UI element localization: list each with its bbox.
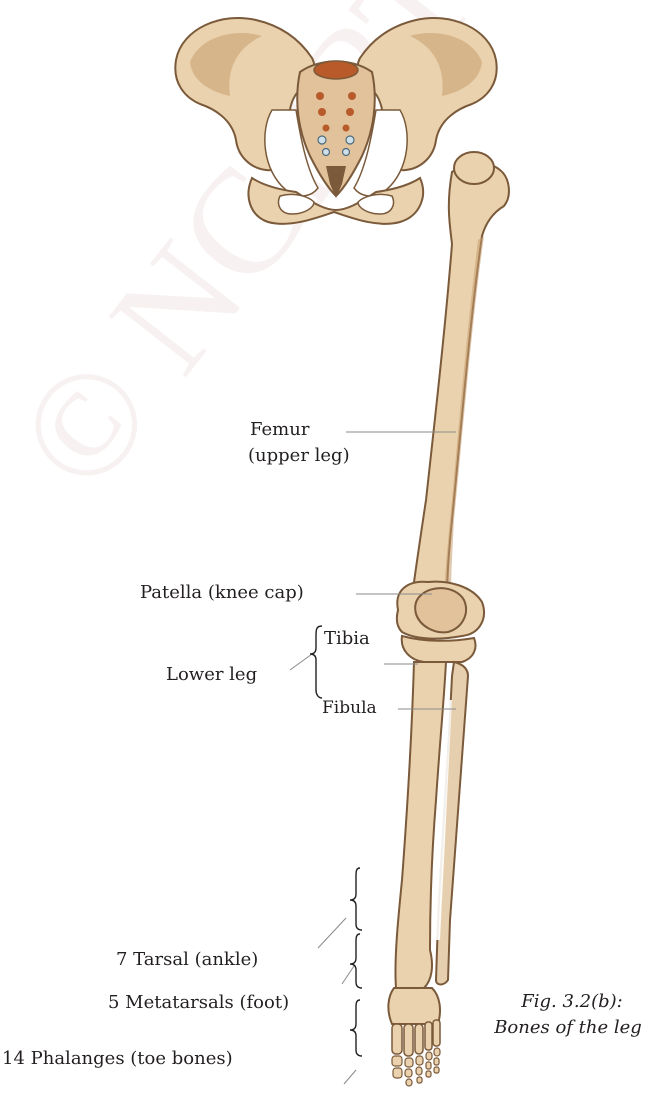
metatarsal-brace <box>350 934 362 988</box>
metatarsals-label: 5 Metatarsals (foot) <box>108 992 289 1014</box>
lower-leg-brace <box>310 626 322 698</box>
figure-caption-line2: Bones of the leg <box>470 1016 666 1040</box>
tarsal-brace <box>350 868 362 930</box>
lower-leg-label: Lower leg <box>166 664 257 686</box>
femur-head <box>454 152 494 184</box>
fibula-label: Fibula <box>322 697 377 719</box>
phalange-leader <box>344 1070 356 1084</box>
metatarsal-leader <box>342 966 354 984</box>
femur-note-label: (upper leg) <box>248 445 350 467</box>
tarsals <box>388 988 440 1024</box>
tarsal-label: 7 Tarsal (ankle) <box>116 949 258 971</box>
femur <box>397 152 509 639</box>
sacrum-top <box>314 61 358 79</box>
metatarsals <box>392 1020 440 1056</box>
tarsal-leader <box>318 918 346 948</box>
tibia-head <box>402 636 476 662</box>
lower-leg-bones <box>395 636 475 988</box>
femur-shaft <box>410 163 509 612</box>
phalanges-label: 14 Phalanges (toe bones) <box>2 1048 233 1070</box>
foot-bones <box>388 988 440 1086</box>
lower-leg-leader <box>290 654 312 670</box>
phalange-brace <box>350 1000 362 1056</box>
patella <box>415 588 466 632</box>
figure-caption-line1: Fig. 3.2(b): <box>480 990 664 1014</box>
braces <box>310 626 362 1056</box>
tibia-label: Tibia <box>324 628 370 650</box>
femur-label: Femur <box>250 419 309 441</box>
patella-label: Patella (knee cap) <box>140 582 304 604</box>
